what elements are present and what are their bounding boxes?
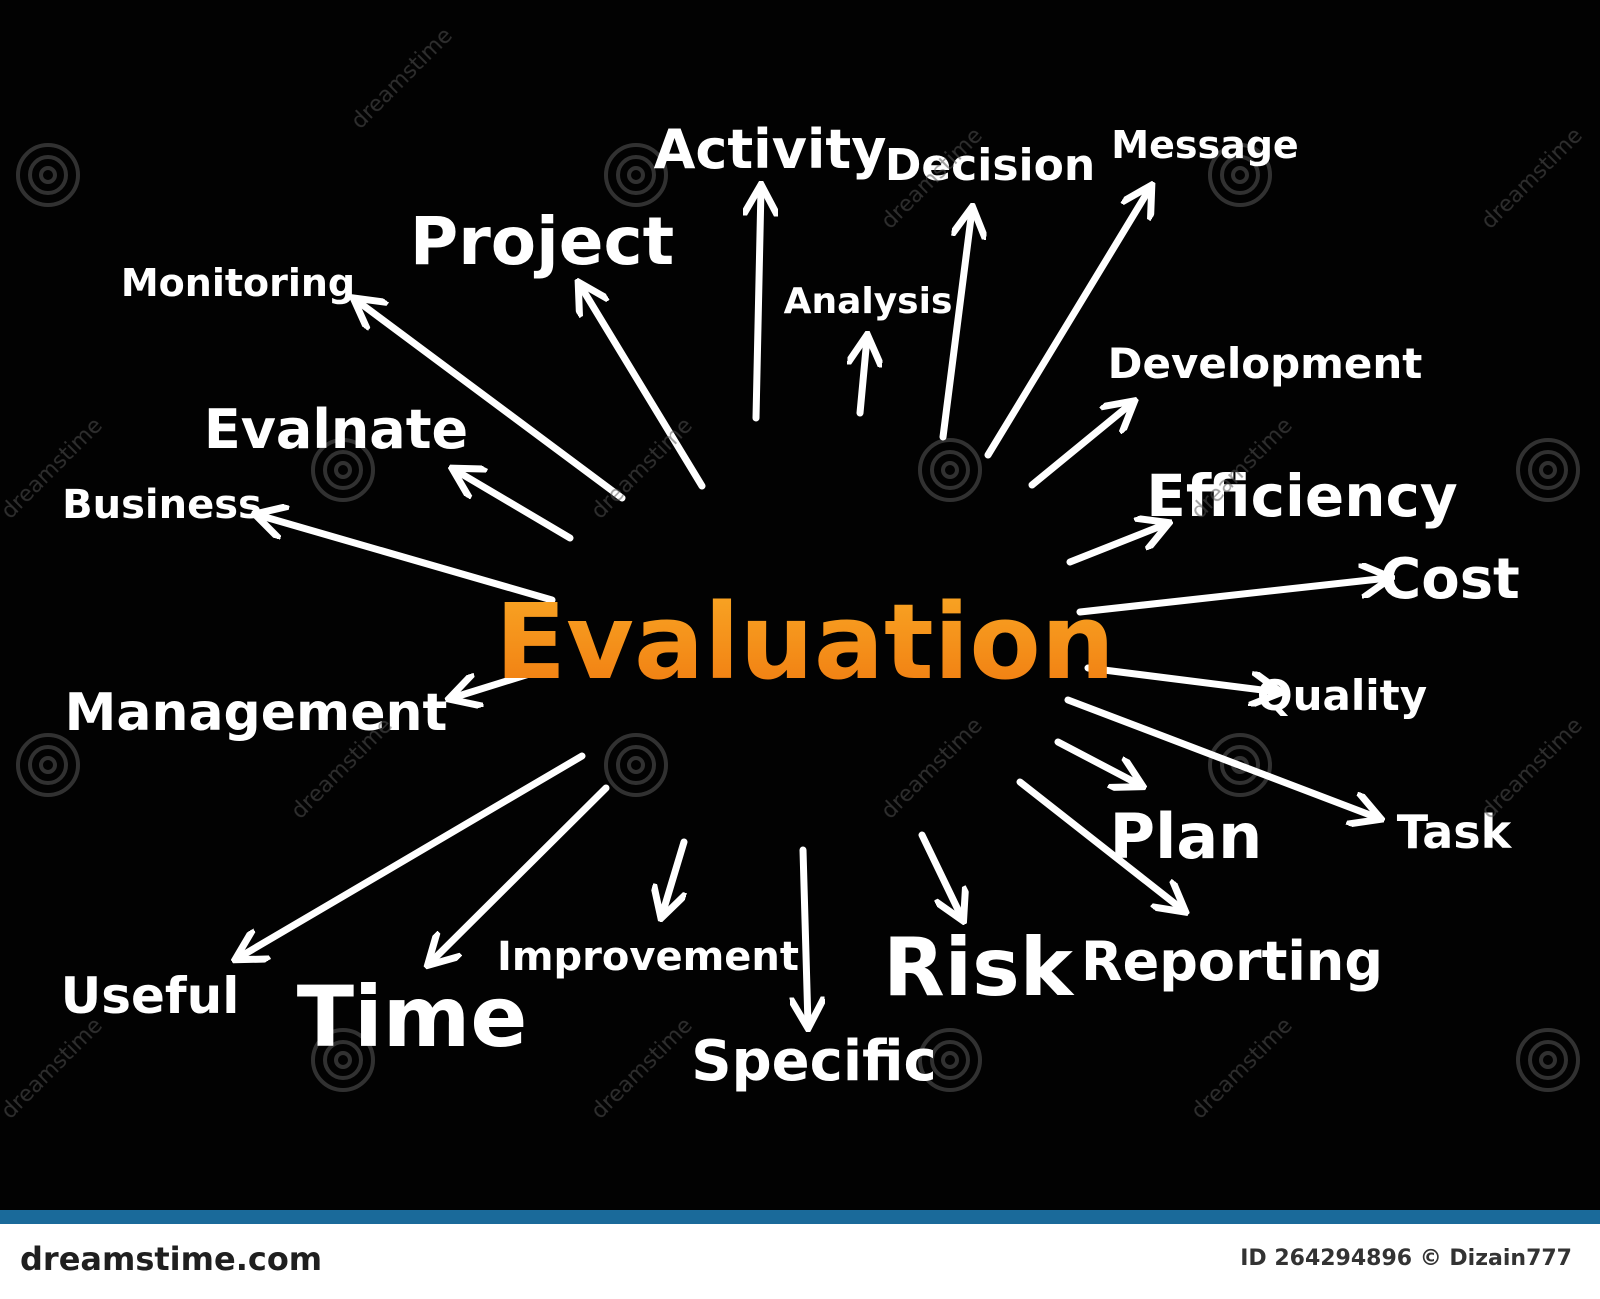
spiral-watermark-icon: [311, 438, 375, 502]
spiral-watermark-icon: [16, 143, 80, 207]
mind-map-diagram: Evaluation Activity Decision Message Pro…: [0, 23, 1588, 1124]
arrow-time: [430, 784, 610, 963]
word-improvement: Improvement: [497, 934, 799, 980]
arrow-monitoring: [356, 300, 626, 502]
watermark-text: dreamstime: [587, 413, 698, 524]
arrow-project: [580, 285, 706, 490]
watermark-text: dreamstime: [587, 1013, 698, 1124]
arrow-reporting: [1016, 778, 1183, 910]
footer: dreamstime.com ID 264294896 © Dizain777: [0, 1210, 1600, 1299]
word-cost: Cost: [1380, 547, 1520, 612]
arrow-quality: [1084, 664, 1278, 692]
watermark-layer: [16, 143, 1580, 1092]
word-reporting: Reporting: [1081, 930, 1383, 993]
word-task: Task: [1397, 805, 1513, 859]
word-business: Business: [62, 482, 262, 528]
arrow-efficiency: [1066, 524, 1166, 566]
arrow-risk: [918, 831, 962, 918]
word-useful: Useful: [61, 967, 240, 1025]
word-activity: Activity: [654, 118, 887, 181]
spiral-watermark-icon: [918, 438, 982, 502]
watermark-text: dreamstime: [877, 713, 988, 824]
arrow-business: [258, 515, 556, 604]
spiral-watermark-icon: [604, 733, 668, 797]
word-project: Project: [410, 203, 674, 280]
word-decision: Decision: [885, 140, 1095, 191]
watermark-text: dreamstime: [347, 23, 458, 134]
arrow-useful: [238, 752, 586, 958]
arrow-improvement: [662, 838, 688, 915]
spiral-watermark-icon: [1516, 1028, 1580, 1092]
word-message: Message: [1111, 123, 1298, 167]
word-time: Time: [297, 968, 528, 1066]
word-plan: Plan: [1110, 800, 1263, 873]
spiral-watermark-icon: [1208, 143, 1272, 207]
word-efficiency: Efficiency: [1146, 462, 1457, 530]
arrow-message: [984, 188, 1150, 459]
arrow-development: [1028, 403, 1132, 489]
words-layer: Evaluation Activity Decision Message Pro…: [61, 118, 1520, 1094]
arrows-layer: [238, 188, 1388, 1025]
spiral-watermark-icon: [604, 143, 668, 207]
watermark-text: dreamstime: [1477, 713, 1588, 824]
word-specific: Specific: [691, 1029, 937, 1094]
word-analysis: Analysis: [784, 281, 953, 322]
word-monitoring: Monitoring: [121, 261, 355, 305]
word-quality: Quality: [1257, 671, 1427, 720]
watermark-text: dreamstime: [1477, 123, 1588, 234]
arrow-plan: [1054, 738, 1140, 785]
arrow-decision: [939, 210, 972, 441]
arrow-activity: [756, 188, 761, 422]
arrow-cost: [1076, 578, 1388, 616]
arrow-management: [452, 666, 546, 698]
footer-image-id: ID 264294896 © Dizain777: [1240, 1246, 1572, 1271]
watermark-text: dreamstime: [1187, 1013, 1298, 1124]
spiral-watermark-icon: [311, 1028, 375, 1092]
arrow-analysis: [860, 338, 867, 417]
footer-site-name[interactable]: dreamstime.com: [20, 1240, 323, 1278]
spiral-watermark-icon: [1516, 438, 1580, 502]
spiral-watermark-icon: [16, 733, 80, 797]
spiral-watermark-icon: [918, 1028, 982, 1092]
word-evalnate: Evalnate: [204, 398, 468, 461]
word-development: Development: [1108, 339, 1423, 388]
footer-accent-bar: [0, 1210, 1600, 1224]
word-management: Management: [65, 683, 448, 743]
word-risk: Risk: [883, 921, 1075, 1014]
watermark-text: dreamstime: [0, 1013, 108, 1124]
arrow-evalnate: [455, 470, 574, 542]
arrow-specific: [803, 846, 808, 1025]
arrow-task: [1064, 696, 1378, 818]
center-word: Evaluation: [495, 581, 1115, 703]
